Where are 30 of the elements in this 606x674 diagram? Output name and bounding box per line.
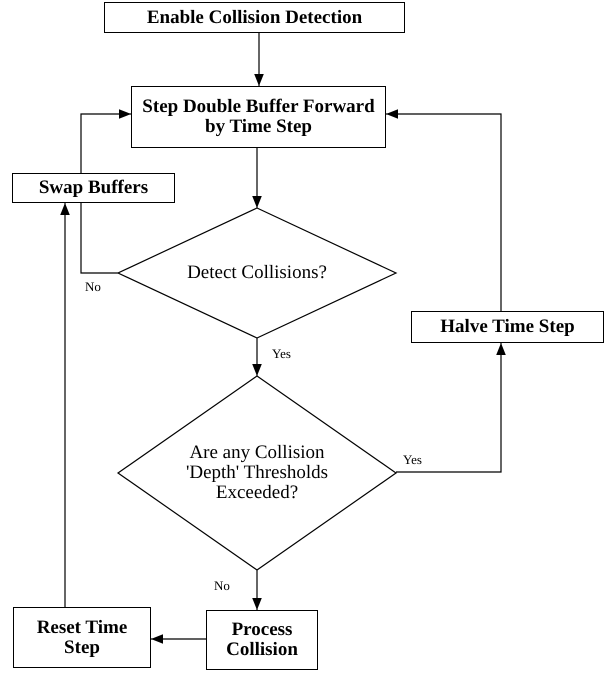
node-label: Are any Collision 'Depth' Thresholds Exceeded? bbox=[184, 443, 330, 503]
arrow bbox=[396, 343, 506, 473]
edge-label: Yes bbox=[402, 453, 423, 468]
connector-line bbox=[80, 203, 118, 274]
arrow bbox=[60, 203, 70, 607]
edge-label: No bbox=[84, 280, 102, 294]
arrow bbox=[386, 109, 502, 311]
decision-diamond bbox=[118, 376, 396, 570]
node-label: Detect Collisions? bbox=[187, 263, 327, 283]
node-label: Reset Time Step bbox=[36, 618, 128, 658]
process-box bbox=[411, 311, 604, 343]
process-box bbox=[104, 2, 405, 33]
arrow bbox=[151, 634, 206, 644]
node-label: Enable Collision Detection bbox=[146, 8, 362, 28]
arrow bbox=[252, 148, 262, 208]
arrow bbox=[254, 33, 264, 86]
edge-label: No bbox=[213, 579, 231, 594]
node-label: Swap Buffers bbox=[38, 178, 148, 198]
edge-label: Yes bbox=[271, 347, 292, 362]
process-box bbox=[206, 610, 318, 670]
node-label: Process Collision bbox=[225, 620, 299, 660]
node-label: Halve Time Step bbox=[440, 317, 575, 337]
process-box bbox=[131, 86, 386, 148]
arrow bbox=[80, 109, 131, 173]
process-box bbox=[13, 607, 151, 668]
arrow bbox=[252, 338, 262, 376]
node-label: Step Double Buffer Forward by Time Step bbox=[141, 97, 376, 137]
arrow bbox=[252, 570, 262, 610]
process-box bbox=[12, 173, 175, 203]
decision-diamond bbox=[118, 208, 396, 338]
